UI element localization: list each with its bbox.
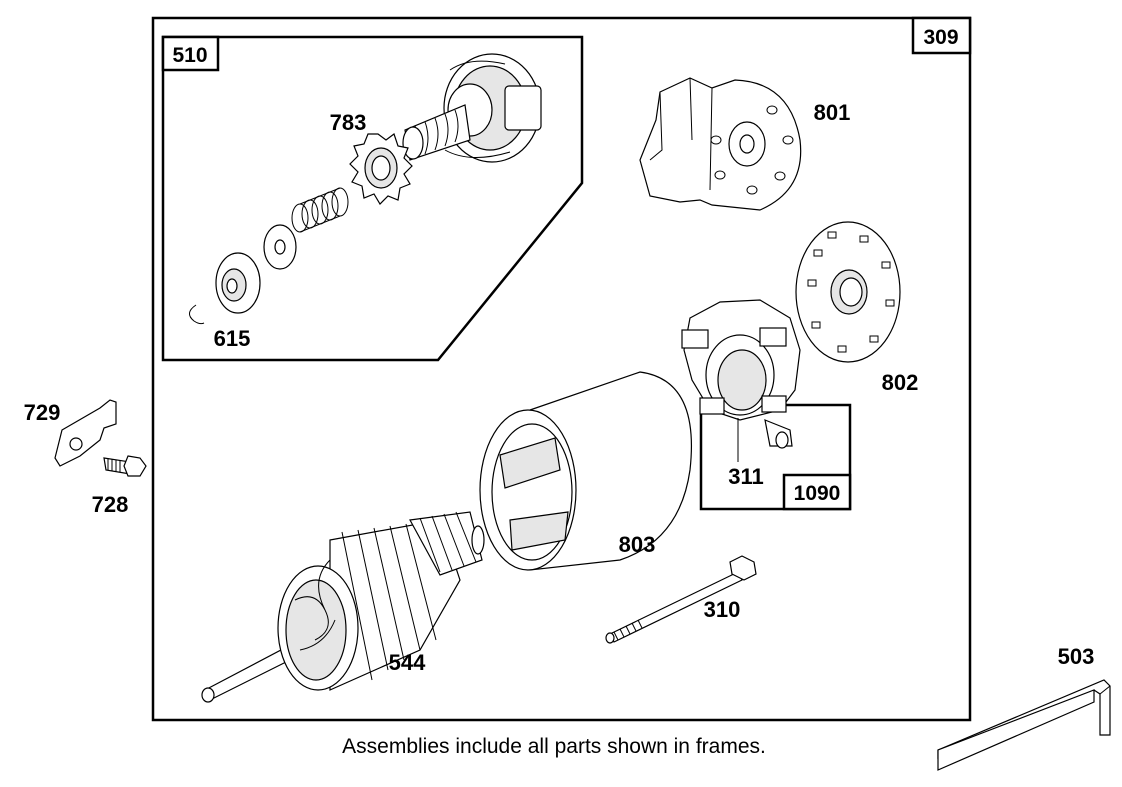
label-615: 615 — [214, 326, 251, 351]
through-bolt-310 — [605, 555, 757, 644]
frame-309 — [151, 16, 972, 722]
label-803: 803 — [619, 532, 656, 557]
frame-510 — [161, 35, 584, 362]
label-783: 783 — [330, 110, 367, 135]
label-728: 728 — [92, 492, 129, 517]
motor-housing-803 — [479, 371, 692, 571]
label-503: 503 — [1058, 644, 1095, 669]
label-801: 801 — [814, 100, 851, 125]
label-310: 310 — [704, 597, 741, 622]
drive-spring — [291, 187, 349, 233]
brush-holder — [681, 299, 801, 449]
label-311: 311 — [728, 464, 764, 489]
bracket-729 — [54, 399, 117, 467]
end-plate-802 — [795, 221, 901, 363]
frame-1090-tag — [782, 473, 852, 511]
frame-309-label: 309 — [923, 26, 958, 49]
screw-728 — [103, 455, 147, 477]
armature-544 — [201, 511, 485, 703]
frame-510-label: 510 — [172, 44, 207, 67]
frame-309-tag — [911, 16, 972, 55]
label-544: 544 — [389, 650, 426, 675]
drive-helix — [402, 104, 471, 161]
label-729: 729 — [24, 400, 61, 425]
stop-collar — [215, 252, 261, 314]
tool-503 — [937, 679, 1111, 771]
retaining-ring — [189, 304, 205, 325]
caption: Assemblies include all parts shown in fr… — [342, 735, 766, 758]
frame-510-tag — [161, 35, 220, 72]
pinion-gear — [349, 133, 413, 205]
label-802: 802 — [882, 370, 919, 395]
drive-washer — [263, 224, 297, 270]
frame-1090-label: 1090 — [794, 482, 841, 505]
end-bracket-801 — [639, 77, 802, 211]
